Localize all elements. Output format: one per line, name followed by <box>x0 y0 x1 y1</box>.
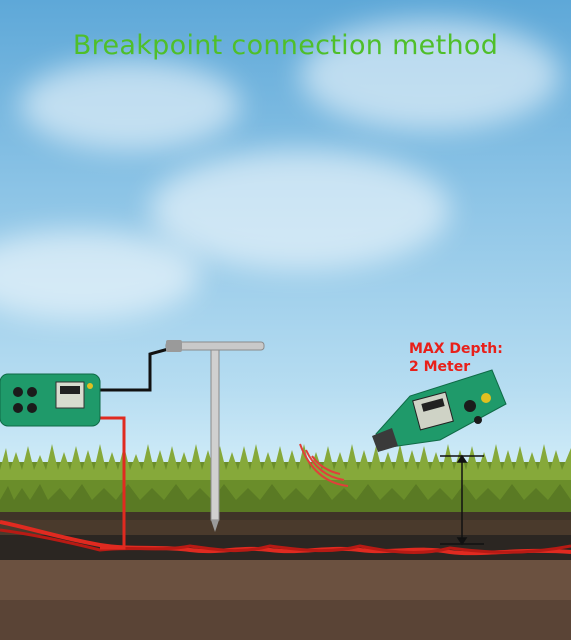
receiver-device-icon <box>372 369 507 452</box>
cloud <box>20 60 240 150</box>
buried-cable-twist <box>0 528 571 554</box>
max-depth-label: MAX Depth: 2 Meter <box>409 340 503 376</box>
max-depth-line2: 2 Meter <box>409 359 471 375</box>
subsoil-dark <box>0 600 571 640</box>
page-title: Breakpoint connection method <box>72 30 499 61</box>
red-test-lead <box>98 416 126 550</box>
max-depth-line1: MAX Depth: <box>409 341 503 357</box>
ground-stake-icon <box>165 340 265 532</box>
cloud <box>0 230 200 320</box>
buried-cable <box>0 520 571 556</box>
transmitter-device-icon <box>0 373 101 427</box>
cloud <box>300 20 560 130</box>
cloud <box>150 150 450 270</box>
grass <box>0 444 571 520</box>
depth-indicator <box>440 454 484 546</box>
signal-wave-icon <box>299 443 349 487</box>
black-test-lead <box>98 346 173 392</box>
